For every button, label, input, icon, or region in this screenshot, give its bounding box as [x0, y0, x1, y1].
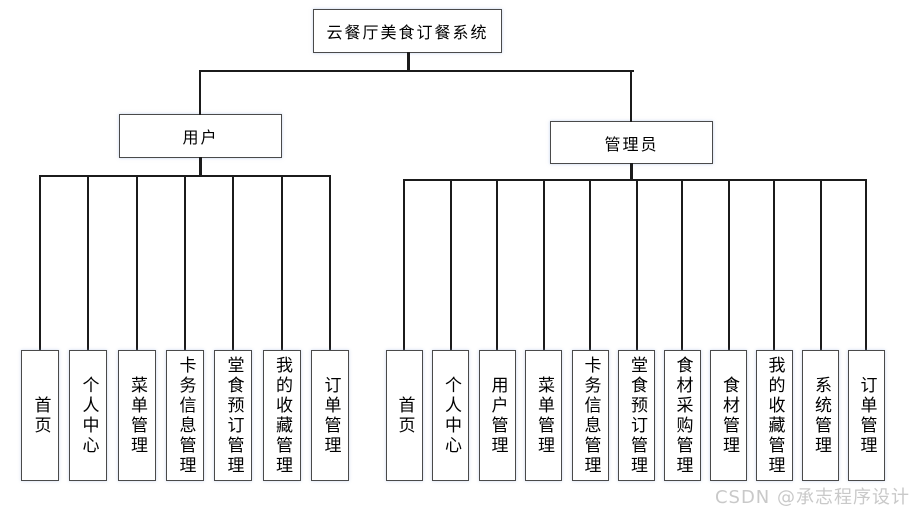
- branch-node-user: 用户: [119, 114, 282, 158]
- leaf-node-label: 我的收藏管理: [764, 355, 785, 476]
- leaf-node-label: 卡务信息管理: [580, 355, 601, 476]
- leaf-node-label: 菜单管理: [534, 375, 554, 456]
- leaf-node: 食材采购管理: [663, 350, 701, 481]
- connector-line: [198, 157, 202, 177]
- leaf-node: 订单管理: [311, 350, 349, 481]
- connector-line: [403, 179, 405, 350]
- leaf-node: 我的收藏管理: [262, 350, 301, 481]
- connector-line: [630, 70, 632, 122]
- connector-line: [681, 179, 683, 350]
- leaf-node: 食材管理: [710, 350, 747, 481]
- connector-line: [280, 175, 283, 350]
- connector-line: [589, 179, 591, 350]
- connector-line: [629, 163, 633, 181]
- leaf-node-label: 食材采购管理: [672, 355, 693, 476]
- leaf-node: 用户管理: [478, 350, 516, 481]
- leaf-node-label: 用户管理: [487, 375, 508, 456]
- leaf-node: 堂食预订管理: [618, 350, 655, 481]
- connector-line: [199, 70, 634, 72]
- leaf-node-label: 订单管理: [320, 375, 341, 456]
- leaf-node: 我的收藏管理: [755, 350, 793, 481]
- connector-line: [496, 179, 498, 350]
- leaf-node-label: 我的收藏管理: [272, 355, 292, 476]
- connector-line: [635, 179, 638, 350]
- leaf-node: 系统管理: [802, 350, 839, 481]
- connector-line: [87, 175, 89, 350]
- leaf-node: 卡务信息管理: [571, 350, 609, 481]
- connector-line: [542, 179, 545, 350]
- connector-line: [819, 179, 822, 350]
- leaf-node: 堂食预订管理: [214, 350, 252, 481]
- root-node-label: 云餐厅美食订餐系统: [326, 23, 489, 42]
- leaf-node-label: 首页: [394, 395, 415, 436]
- connector-line: [39, 175, 41, 350]
- leaf-node-label: 菜单管理: [127, 375, 147, 456]
- leaf-node: 卡务信息管理: [166, 350, 204, 481]
- leaf-node-label: 首页: [30, 395, 51, 436]
- csdn-watermark: CSDN @承志程序设计: [714, 487, 910, 508]
- leaf-node: 首页: [21, 350, 59, 481]
- leaf-node-label: 卡务信息管理: [175, 355, 196, 476]
- leaf-node: 菜单管理: [117, 350, 156, 481]
- leaf-node: 订单管理: [847, 350, 885, 481]
- leaf-node-label: 订单管理: [856, 375, 877, 456]
- leaf-node-label: 系统管理: [811, 375, 831, 456]
- connector-line: [773, 179, 775, 350]
- leaf-node-label: 堂食预订管理: [627, 355, 647, 476]
- leaf-node-label: 个人中心: [441, 375, 461, 456]
- leaf-node: 个人中心: [69, 350, 107, 481]
- leaf-node: 个人中心: [432, 350, 469, 481]
- connector-line: [232, 175, 234, 350]
- branch-admin-label: 管理员: [604, 134, 659, 154]
- connector-line: [184, 175, 186, 350]
- connector-line: [865, 179, 867, 350]
- connector-line: [403, 179, 867, 181]
- root-node: 云餐厅美食订餐系统: [313, 9, 502, 53]
- leaf-node: 菜单管理: [525, 350, 562, 481]
- connector-line: [135, 175, 138, 350]
- connector-line: [727, 179, 730, 350]
- leaf-node-label: 食材管理: [719, 375, 739, 456]
- leaf-node-label: 堂食预订管理: [223, 355, 244, 476]
- leaf-node-label: 个人中心: [78, 375, 99, 456]
- leaf-node: 首页: [385, 350, 423, 481]
- branch-user-label: 用户: [182, 128, 219, 147]
- connector-line: [449, 179, 452, 350]
- connector-line: [199, 70, 201, 115]
- branch-node-admin: 管理员: [550, 121, 713, 164]
- connector-line: [329, 175, 331, 350]
- connector-line: [406, 52, 410, 72]
